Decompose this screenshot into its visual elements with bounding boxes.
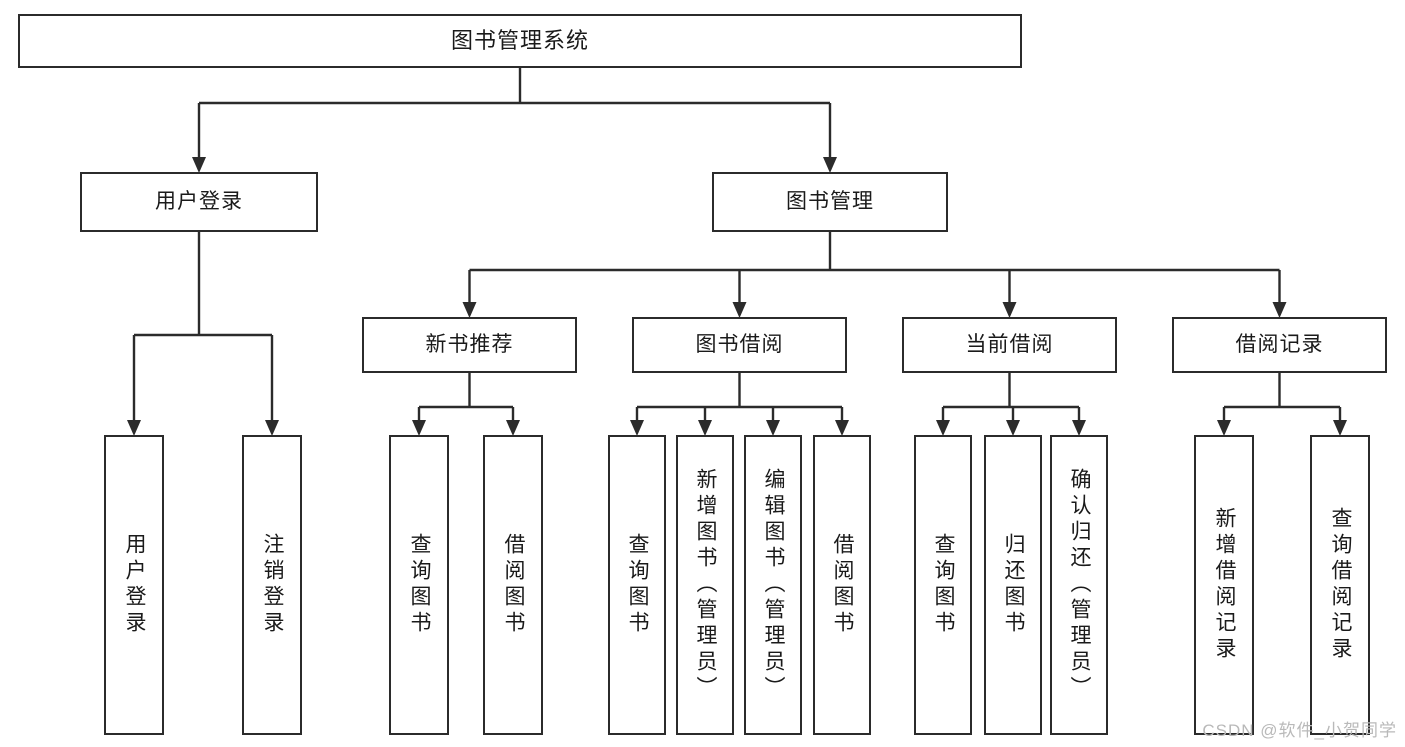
node-leaf-br-query[interactable]: 查询图书 bbox=[608, 435, 666, 735]
arrow-head-icon bbox=[936, 420, 950, 436]
node-leaf-login-in[interactable]: 用户登录 bbox=[104, 435, 164, 735]
arrow-head-icon bbox=[1072, 420, 1086, 436]
arrow-head-icon bbox=[835, 420, 849, 436]
arrow-head-icon bbox=[698, 420, 712, 436]
node-login[interactable]: 用户登录 bbox=[80, 172, 318, 232]
arrow-head-icon bbox=[127, 420, 141, 436]
node-label: 当前借阅 bbox=[965, 333, 1054, 357]
arrow-head-icon bbox=[766, 420, 780, 436]
node-current[interactable]: 当前借阅 bbox=[902, 317, 1117, 373]
arrow-head-icon bbox=[1217, 420, 1231, 436]
node-borrow[interactable]: 图书借阅 bbox=[632, 317, 847, 373]
node-label: 图书管理 bbox=[786, 190, 874, 214]
arrow-head-icon bbox=[462, 302, 477, 318]
node-label: 用户登录 bbox=[155, 190, 243, 214]
node-newbook[interactable]: 新书推荐 bbox=[362, 317, 577, 373]
node-leaf-login-out[interactable]: 注销登录 bbox=[242, 435, 302, 735]
node-label: 借阅记录 bbox=[1235, 333, 1324, 357]
node-label: 新增借阅记录 bbox=[1213, 507, 1237, 663]
arrow-head-icon bbox=[630, 420, 644, 436]
node-label: 图书借阅 bbox=[695, 333, 784, 357]
node-leaf-cur-return[interactable]: 归还图书 bbox=[984, 435, 1042, 735]
node-leaf-new-borrow[interactable]: 借阅图书 bbox=[483, 435, 543, 735]
node-leaf-rec-query[interactable]: 查询借阅记录 bbox=[1310, 435, 1370, 735]
watermark-text: CSDN @软件_小贺同学 bbox=[1202, 721, 1397, 740]
node-leaf-br-lend[interactable]: 借阅图书 bbox=[813, 435, 871, 735]
arrow-head-icon bbox=[732, 302, 747, 318]
arrow-head-icon bbox=[1333, 420, 1347, 436]
node-label: 查询图书 bbox=[408, 533, 432, 637]
node-label: 归还图书 bbox=[1002, 533, 1026, 637]
node-leaf-cur-confirm[interactable]: 确认归还（管理员） bbox=[1050, 435, 1108, 735]
arrow-head-icon bbox=[506, 420, 520, 436]
node-leaf-new-query[interactable]: 查询图书 bbox=[389, 435, 449, 735]
node-label: 图书管理系统 bbox=[450, 27, 589, 53]
arrow-head-icon bbox=[1272, 302, 1287, 318]
node-label: 借阅图书 bbox=[502, 533, 526, 637]
arrow-head-icon bbox=[192, 157, 206, 173]
node-leaf-br-add[interactable]: 新增图书（管理员） bbox=[676, 435, 734, 735]
arrow-head-icon bbox=[265, 420, 279, 436]
node-bookmgmt[interactable]: 图书管理 bbox=[712, 172, 948, 232]
arrow-head-icon bbox=[1006, 420, 1020, 436]
node-leaf-br-edit[interactable]: 编辑图书（管理员） bbox=[744, 435, 802, 735]
arrow-head-icon bbox=[1002, 302, 1017, 318]
node-label: 编辑图书（管理员） bbox=[762, 468, 786, 702]
arrow-head-icon bbox=[823, 157, 837, 173]
node-label: 借阅图书 bbox=[831, 533, 855, 637]
node-label: 查询图书 bbox=[626, 533, 650, 637]
node-label: 查询借阅记录 bbox=[1329, 507, 1353, 663]
node-leaf-cur-query[interactable]: 查询图书 bbox=[914, 435, 972, 735]
node-label: 用户登录 bbox=[123, 533, 147, 637]
node-leaf-rec-add[interactable]: 新增借阅记录 bbox=[1194, 435, 1254, 735]
node-label: 查询图书 bbox=[932, 533, 956, 637]
node-label: 新书推荐 bbox=[425, 333, 514, 357]
node-records[interactable]: 借阅记录 bbox=[1172, 317, 1387, 373]
node-label: 注销登录 bbox=[261, 533, 285, 637]
arrow-head-icon bbox=[412, 420, 426, 436]
node-root[interactable]: 图书管理系统 bbox=[18, 14, 1022, 68]
node-label: 新增图书（管理员） bbox=[694, 468, 718, 702]
node-label: 确认归还（管理员） bbox=[1068, 468, 1092, 702]
